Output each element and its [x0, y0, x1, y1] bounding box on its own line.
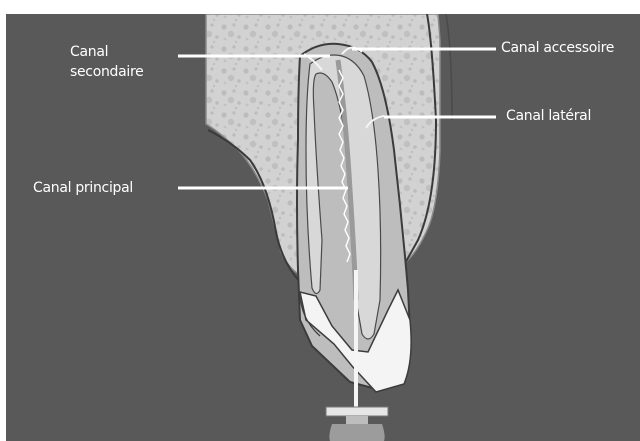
label-secondary-line2: secondaire [70, 62, 143, 82]
file-stopper [326, 407, 388, 416]
label-lateral-canal: Canal latéral [506, 106, 591, 126]
file-handle [329, 424, 384, 441]
label-secondary-canal: Canal secondaire [70, 42, 143, 82]
label-principal-canal: Canal principal [33, 178, 133, 198]
label-secondary-line1: Canal [70, 42, 143, 62]
gum-contour-right-outer [446, 14, 452, 120]
label-accessory-canal: Canal accessoire [501, 38, 614, 58]
